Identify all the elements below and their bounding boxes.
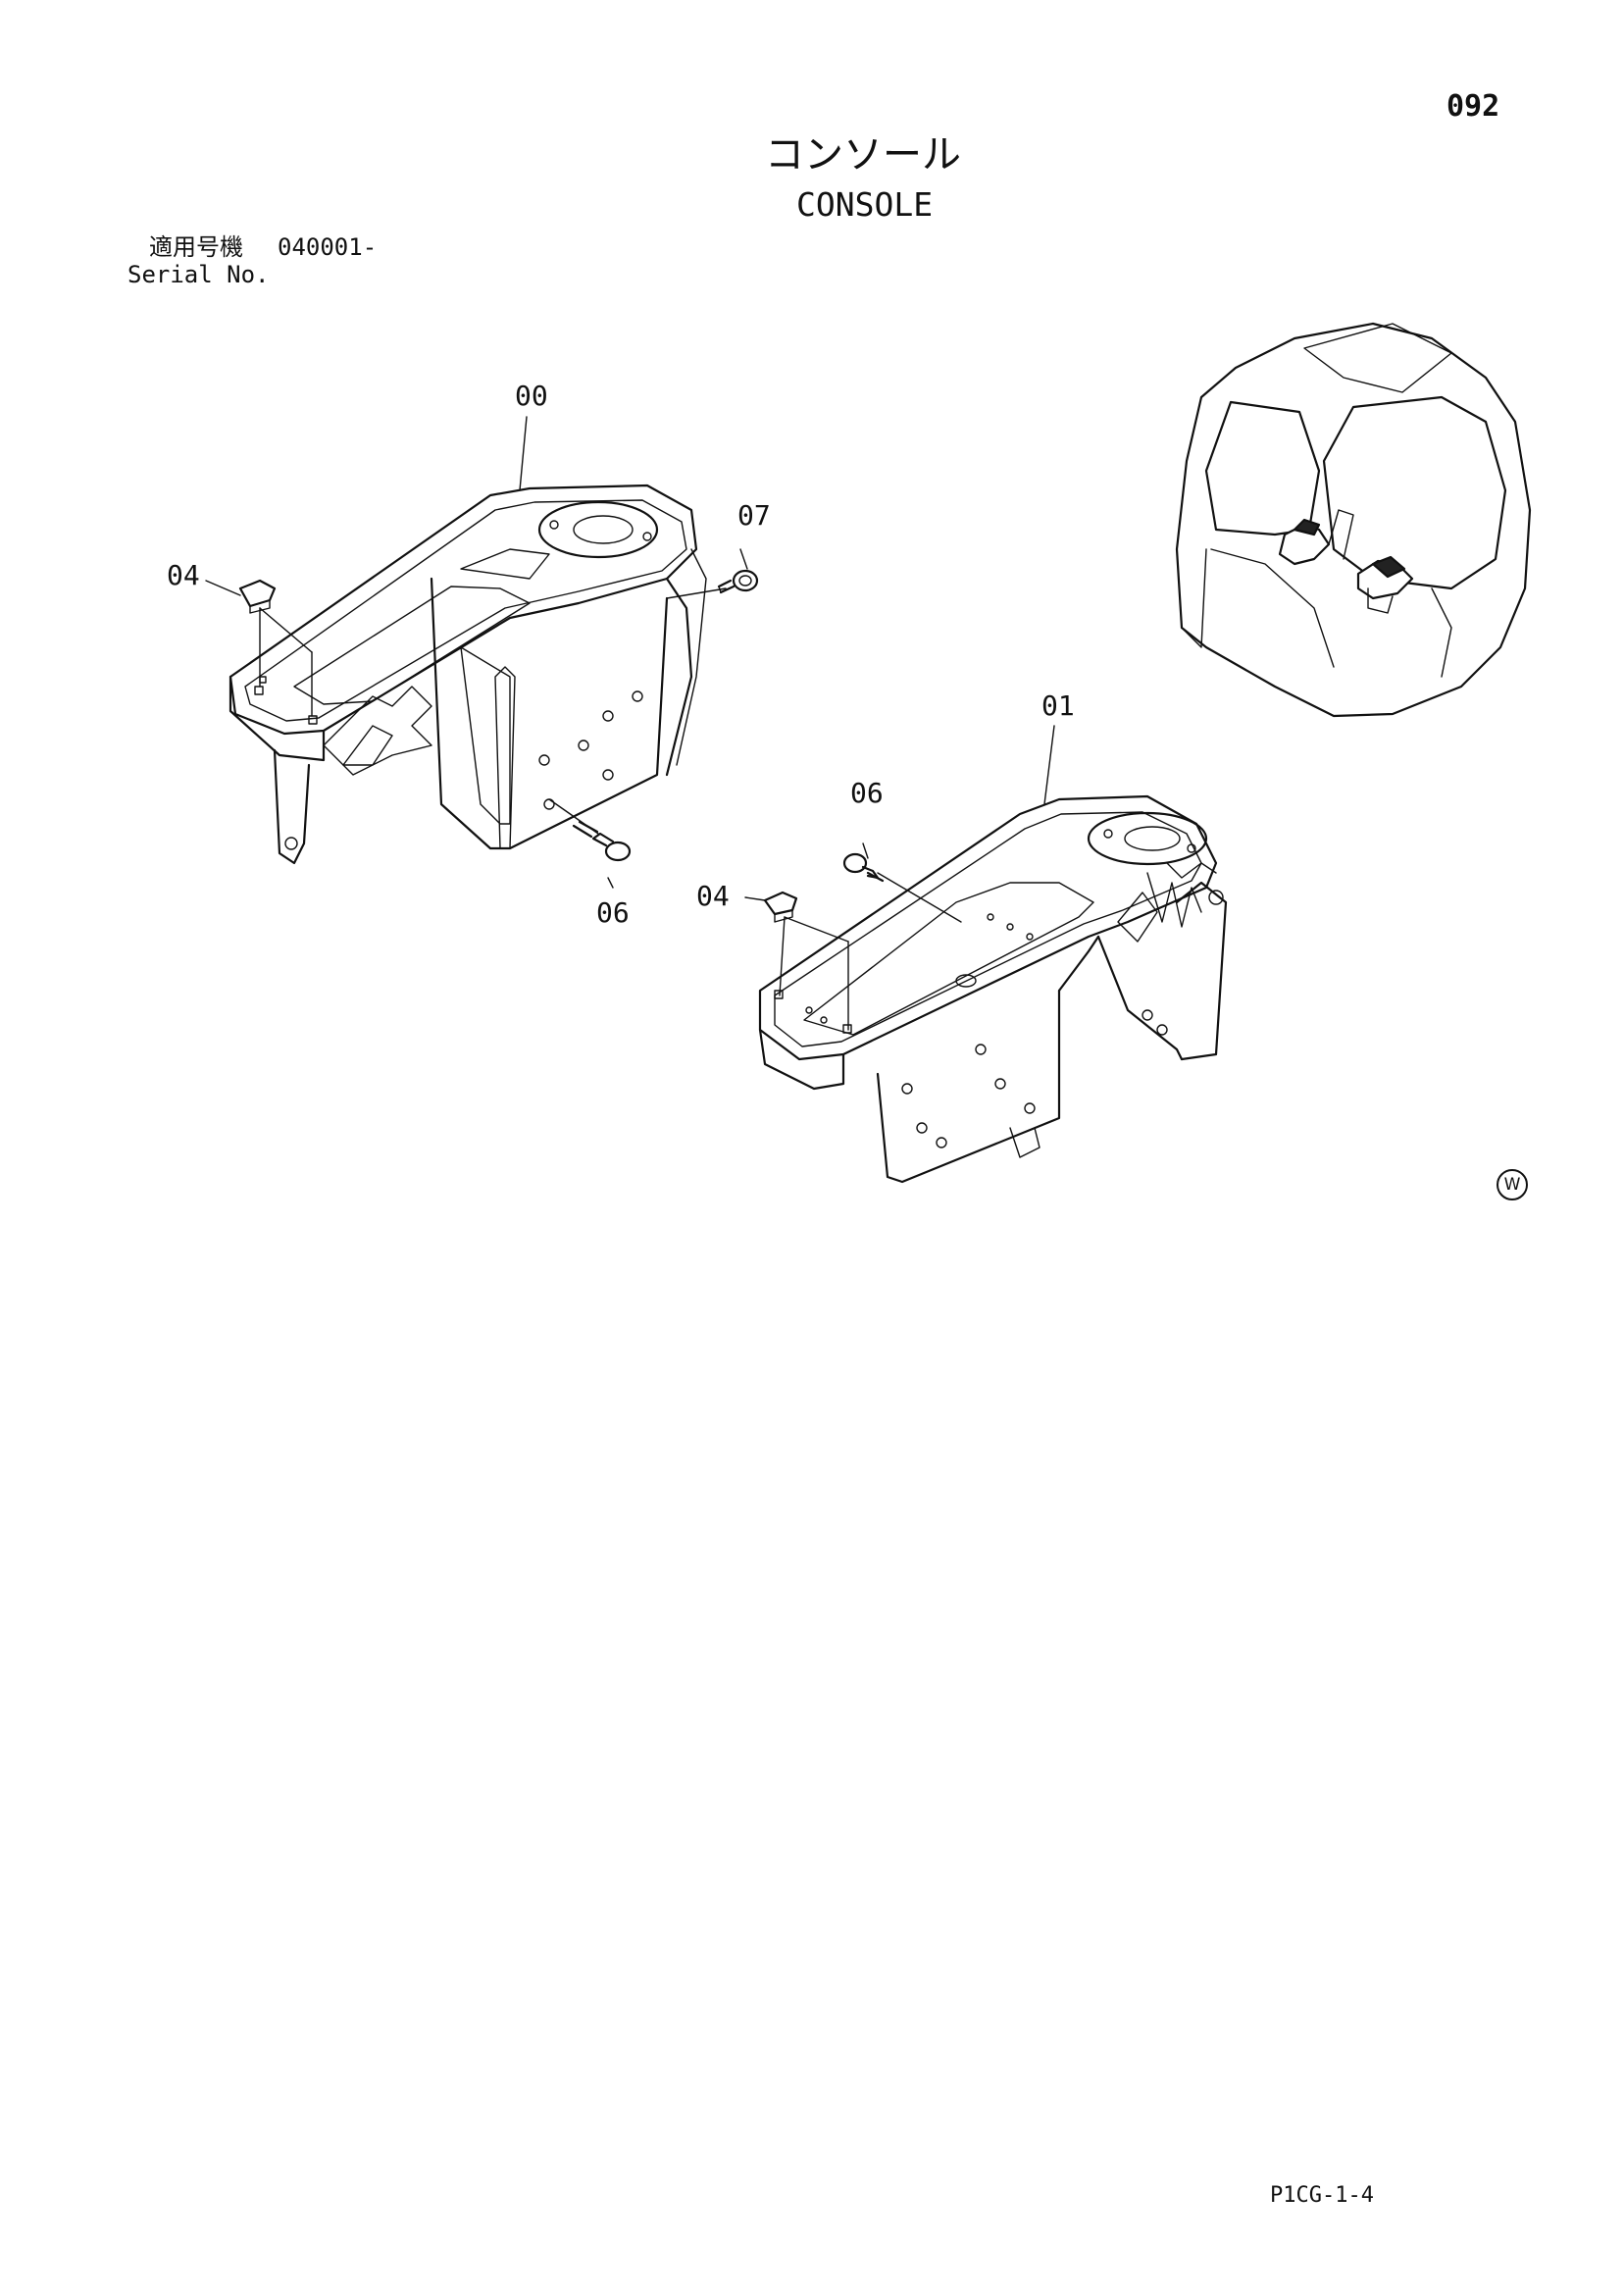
leader-06a bbox=[607, 877, 614, 889]
w-circle-mark: W bbox=[1497, 1169, 1528, 1200]
leader-01 bbox=[1043, 725, 1055, 805]
leader-06b bbox=[862, 842, 869, 859]
cap-icon bbox=[763, 891, 798, 923]
serial-label-english: Serial No. bbox=[127, 261, 270, 288]
leader-00 bbox=[519, 416, 528, 491]
callout-06-right: 06 bbox=[850, 777, 884, 809]
serial-label-japanese: 適用号機 bbox=[149, 233, 243, 261]
leader-07 bbox=[739, 548, 748, 570]
callout-06-left: 06 bbox=[596, 896, 630, 929]
callout-04-left: 04 bbox=[167, 559, 200, 591]
callout-01: 01 bbox=[1041, 689, 1075, 722]
title-japanese: コンソール bbox=[765, 132, 961, 178]
console-right-part bbox=[758, 794, 1228, 1184]
callout-07: 07 bbox=[737, 499, 771, 532]
title-english: CONSOLE bbox=[796, 185, 934, 224]
cap-icon bbox=[238, 579, 277, 614]
leader-04a bbox=[205, 580, 241, 596]
callout-04-right: 04 bbox=[696, 880, 730, 912]
bolt-icon bbox=[572, 820, 632, 862]
serial-number-value: 040001- bbox=[278, 233, 378, 261]
cab-overview bbox=[1175, 322, 1532, 718]
leader-04b bbox=[744, 896, 766, 901]
footer-code: P1CG-1-4 bbox=[1270, 2183, 1374, 2208]
page-number: 092 bbox=[1446, 89, 1500, 124]
callout-00: 00 bbox=[515, 380, 548, 412]
bolt-icon bbox=[842, 852, 885, 883]
console-left-part bbox=[228, 484, 707, 865]
bolt-icon bbox=[717, 569, 759, 594]
